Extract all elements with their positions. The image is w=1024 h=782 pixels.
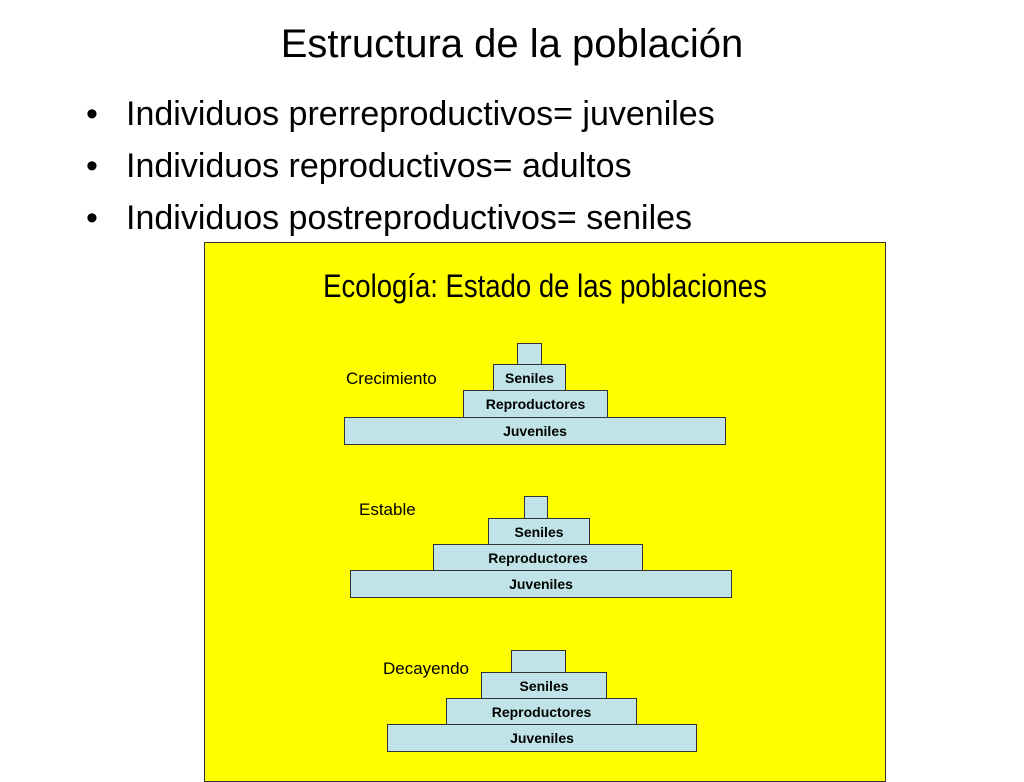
layer-reproductores: Reproductores: [433, 544, 643, 571]
layer-top: [524, 496, 548, 519]
layer-juveniles: Juveniles: [344, 417, 726, 445]
slide-title: Estructura de la población: [280, 22, 744, 66]
layer-juveniles: Juveniles: [387, 724, 697, 752]
layer-seniles: Seniles: [481, 672, 607, 699]
pyramid-label: Estable: [359, 500, 416, 519]
layer-reproductores: Reproductores: [463, 390, 608, 418]
population-panel: Ecología: Estado de las poblaciones Crec…: [204, 242, 886, 782]
layer-top: [511, 650, 566, 673]
bullet-list: Individuos prerreproductivos= juveniles …: [86, 88, 715, 244]
panel-title: Ecología: Estado de las poblaciones: [323, 268, 767, 304]
layer-top: [517, 343, 542, 365]
layer-juveniles: Juveniles: [350, 570, 732, 598]
bullet-item: Individuos postreproductivos= seniles: [86, 192, 715, 244]
layer-seniles: Seniles: [488, 518, 590, 545]
pyramid-label: Crecimiento: [346, 369, 437, 388]
layer-reproductores: Reproductores: [446, 698, 637, 725]
layer-seniles: Seniles: [493, 364, 566, 391]
pyramid-label: Decayendo: [383, 659, 470, 678]
bullet-item: Individuos reproductivos= adultos: [86, 140, 715, 192]
bullet-item: Individuos prerreproductivos= juveniles: [86, 88, 715, 140]
